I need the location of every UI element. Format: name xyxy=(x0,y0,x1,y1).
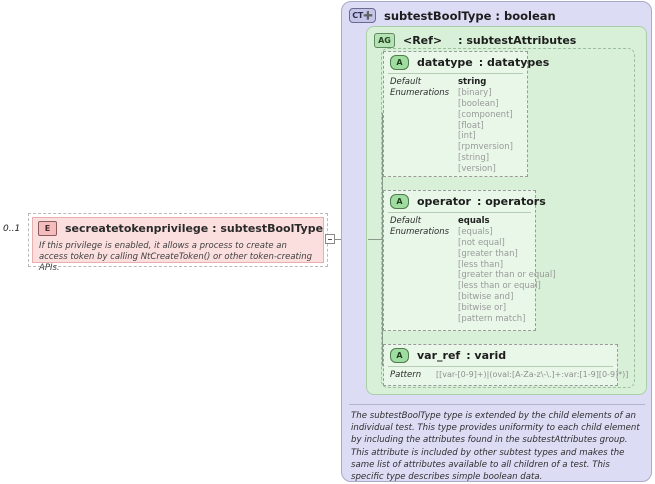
attribute-name-varref: var_ref xyxy=(417,349,461,362)
documentation-text: The subtestBoolType type is extended by … xyxy=(351,411,640,483)
element-header: E secreatetokenprivilege : subtestBoolTy… xyxy=(33,218,323,238)
attributegroup-header: AG <Ref> : subtestAttributes xyxy=(367,27,646,48)
facet-enum-item: [boolean] xyxy=(458,98,499,109)
facet-enum-item: [bitwise or] xyxy=(458,303,507,313)
attribute-type-datatype: : datatypes xyxy=(478,56,550,69)
element-box-inner: E secreatetokenprivilege : subtestBoolTy… xyxy=(32,217,324,273)
facet-enum-item: [greater than] xyxy=(458,248,518,259)
attributegroup-ref-label: <Ref> xyxy=(403,33,443,47)
complextype-header: CT➕ subtestBoolType : boolean xyxy=(342,2,651,24)
attribute-header-operator: A operator : operators xyxy=(384,191,546,211)
facet-enum-item: [version] xyxy=(458,164,496,174)
attribute-divider xyxy=(388,366,613,367)
attributegroup-type-label: : subtestAttributes xyxy=(458,33,577,47)
facet-enum-item: [less than or equal] xyxy=(458,281,541,292)
attribute-divider xyxy=(388,212,531,213)
element-icon: E xyxy=(38,221,57,236)
attribute-divider xyxy=(388,73,523,74)
attribute-name-operator: operator xyxy=(417,195,471,208)
facet-default-value: string xyxy=(458,77,487,87)
facet-label-enumerations: Enumerations xyxy=(390,226,450,237)
facet-enum-item: [greater than or equal] xyxy=(458,270,556,281)
facet-value-column: equals [equals] [not equal] [greater tha… xyxy=(458,216,556,325)
facet-label-column: Default Enumerations xyxy=(390,216,458,325)
facet-value-column: string [binary] [boolean] [component] [f… xyxy=(458,77,513,175)
facet-enum-item: [bitwise and] xyxy=(458,292,514,303)
facet-enum-item: [binary] xyxy=(458,87,492,98)
facet-enum-item: [equals] xyxy=(458,226,493,237)
facet-enum-item: [string] xyxy=(458,153,490,164)
attribute-type-operator: : operators xyxy=(476,195,546,208)
facet-label-default: Default xyxy=(390,77,422,87)
attribute-card-varref[interactable]: A var_ref : varid Pattern [[var-[0-9]+)|… xyxy=(383,344,628,386)
attribute-facets-operator: Default Enumerations equals [equals] [no… xyxy=(384,213,556,325)
attribute-list-region xyxy=(381,48,635,388)
attribute-icon: A xyxy=(390,348,409,363)
facet-pattern-value: [[var-[0-9]+)|(oval:[A-Za-z\-\.]+:var:[1… xyxy=(436,370,629,379)
attribute-header-varref: A var_ref : varid xyxy=(384,345,617,365)
documentation-panel: The subtestBoolType type is extended by … xyxy=(349,404,645,483)
facet-enum-item: [int] xyxy=(458,131,476,142)
complextype-title: subtestBoolType : boolean xyxy=(384,8,556,23)
facet-enum-item: [not equal] xyxy=(458,237,505,248)
facet-enum-item: [component] xyxy=(458,109,513,120)
tree-connector-stub-root xyxy=(368,239,382,240)
complextype-expand-icon[interactable]: CT➕ xyxy=(349,8,376,23)
attribute-header-datatype: A datatype : datatypes xyxy=(384,52,549,72)
element-documentation: If this privilege is enabled, it allows … xyxy=(39,241,313,274)
attribute-icon: A xyxy=(390,194,409,209)
attribute-name-datatype: datatype xyxy=(417,56,473,69)
attribute-facets-datatype: Default Enumerations string [binary] [bo… xyxy=(384,74,527,175)
attribute-card-operator[interactable]: A operator : operators Default Enumerati… xyxy=(383,190,556,331)
facet-label-enumerations: Enumerations xyxy=(390,87,450,98)
attributegroup-icon: AG xyxy=(374,32,395,48)
attribute-type-varref: : varid xyxy=(466,349,507,362)
element-title: secreatetokenprivilege : subtestBoolType xyxy=(65,222,324,235)
facet-enum-item: [float] xyxy=(458,120,484,131)
attribute-card-datatype[interactable]: A datatype : datatypes Default Enumerati… xyxy=(383,51,549,177)
attribute-icon: A xyxy=(390,55,409,70)
facet-enum-item: [less than] xyxy=(458,259,504,270)
facet-label-default: Default xyxy=(390,216,422,226)
facet-label-pattern: Pattern xyxy=(390,370,422,380)
cardinality-label: 0..1 xyxy=(3,224,21,234)
facet-label-column: Default Enumerations xyxy=(390,77,458,175)
facet-enum-item: [pattern match] xyxy=(458,313,526,324)
facet-enum-item: [rpmversion] xyxy=(458,142,513,153)
attribute-facets-varref: Pattern [[var-[0-9]+)|(oval:[A-Za-z\-\.]… xyxy=(384,367,628,380)
facet-default-value: equals xyxy=(458,216,490,226)
element-box-secreatetokenprivilege[interactable]: E secreatetokenprivilege : subtestBoolTy… xyxy=(28,213,328,273)
